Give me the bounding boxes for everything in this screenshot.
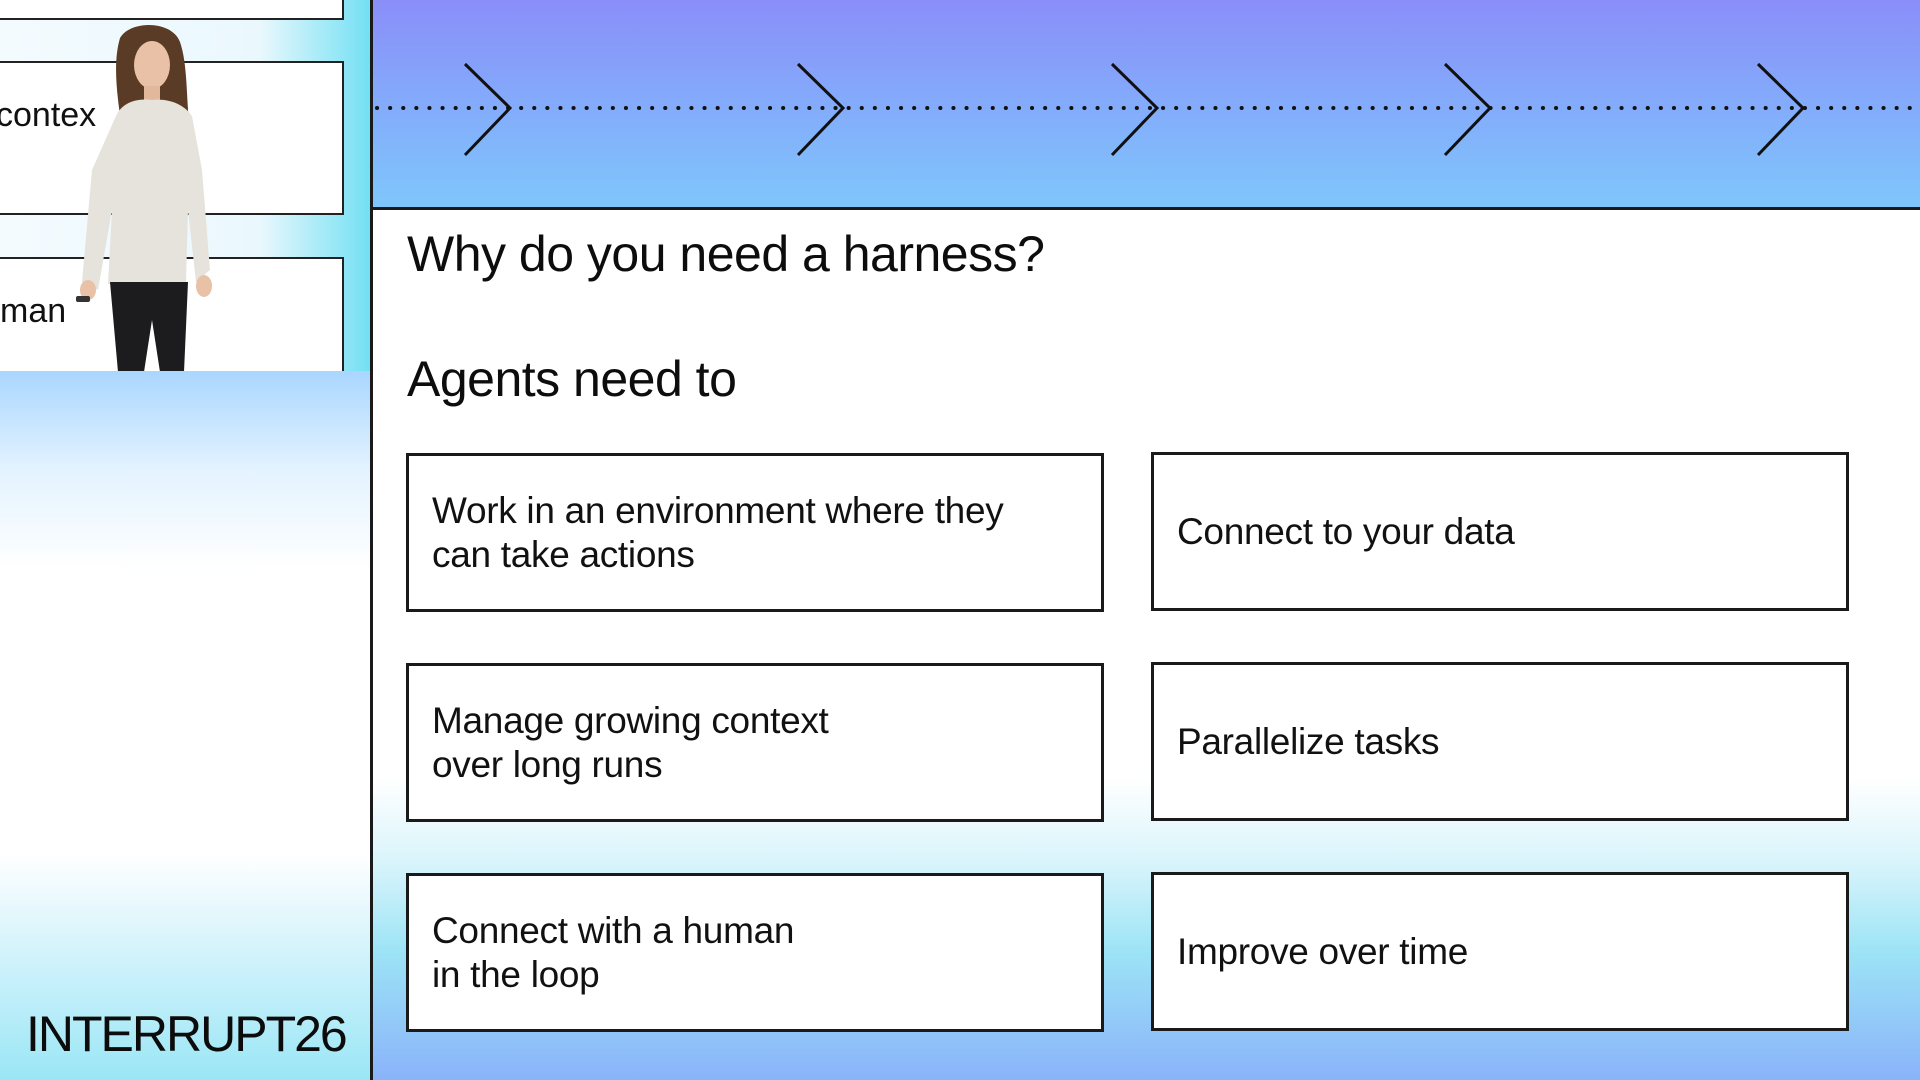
card-manage-context: Manage growing context over long runs [406,663,1104,822]
brand-logo: INTERRUPT26 [26,1006,348,1062]
card-human-loop: Connect with a human in the loop [406,873,1104,1032]
panel-divider [370,0,373,1080]
left-background [0,371,370,1080]
camera-backdrop-text: contex [0,96,97,134]
card-text: Work in an environment where they can ta… [432,489,1004,575]
card-parallelize: Parallelize tasks [1151,662,1849,821]
dotted-line-chevrons [375,62,1920,157]
speaker-figure [76,24,212,371]
chevron-right-icon [1110,62,1160,157]
card-text: Manage growing context over long runs [432,699,829,785]
slide-banner [373,0,1920,210]
speaker-panel: contex man INTERRUPT26 [0,0,370,1080]
slide-subtitle: Agents need to [407,351,737,407]
chevron-right-icon [1443,62,1493,157]
card-text: Parallelize tasks [1177,720,1440,762]
chevron-right-icon [796,62,846,157]
chevron-right-icon [1756,62,1806,157]
slide-title: Why do you need a harness? [407,226,1045,282]
camera-backdrop-box [0,0,344,20]
card-environment: Work in an environment where they can ta… [406,453,1104,612]
chevron-right-icon [463,62,513,157]
card-connect-data: Connect to your data [1151,452,1849,611]
camera-backdrop-text: man [0,292,67,330]
presentation-slide: Why do you need a harness? Agents need t… [373,0,1920,1080]
camera-feed: contex man [0,0,370,371]
card-improve: Improve over time [1151,872,1849,1031]
card-text: Connect with a human in the loop [432,909,795,995]
card-text: Connect to your data [1177,510,1515,552]
card-text: Improve over time [1177,930,1468,972]
